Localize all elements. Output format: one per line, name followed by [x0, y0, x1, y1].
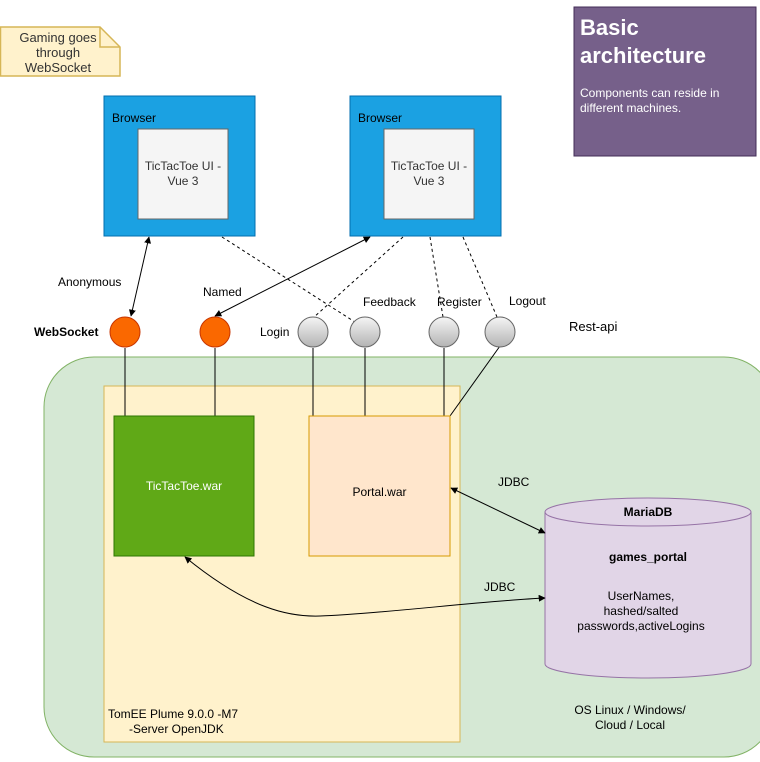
label-anonymous: Anonymous [58, 275, 122, 289]
tictactoe-ui-left[interactable] [137, 128, 229, 220]
browser-left-label: Browser [112, 111, 157, 125]
rest-endpoint-login[interactable] [297, 316, 329, 348]
browser-right-label: Browser [358, 111, 403, 125]
rest-endpoint-logout[interactable] [484, 316, 516, 348]
tictactoe-war[interactable] [113, 415, 255, 557]
tictactoe-ui-right-label: TicTacToe UI - Vue 3 [390, 159, 468, 188]
server-label: TomEE Plume 9.0.0 -M7 -Server OpenJDK [108, 707, 239, 736]
arrow-anonymous [128, 236, 152, 317]
db-content: UserNames, hashed/salted passwords,activ… [577, 589, 705, 633]
label-rest-api: Rest-api [569, 319, 618, 334]
arrow-jdbc-game [184, 556, 546, 617]
dash-browser-left-feedback [221, 236, 359, 325]
arrow-jdbc-portal [450, 487, 546, 534]
tictactoe-ui-left-label: TicTacToe UI - Vue 3 [144, 159, 222, 188]
mariadb-cylinder[interactable] [544, 497, 752, 679]
db-name: MariaDB [623, 505, 673, 519]
label-jdbc-game: JDBC [484, 580, 516, 594]
label-jdbc-portal: JDBC [498, 475, 530, 489]
label-websocket: WebSocket [34, 325, 99, 339]
legend-box [573, 6, 757, 157]
note-text: Gaming goes through WebSocket [19, 30, 97, 75]
note-shape [0, 26, 121, 77]
label-feedback: Feedback [363, 295, 416, 309]
tictactoe-ui-right[interactable] [383, 128, 475, 220]
tictactoe-war-label: TicTacToe.war [145, 479, 223, 493]
legend-subtitle: Components can reside in different machi… [580, 86, 720, 115]
portal-war-label: Portal.war [352, 485, 407, 499]
db-schema: games_portal [608, 550, 688, 564]
label-named: Named [203, 285, 242, 299]
websocket-endpoint-named[interactable] [199, 316, 231, 348]
dash-logout [462, 236, 498, 318]
legend-title: Basic architecture [580, 15, 706, 68]
label-register: Register [437, 295, 482, 309]
rest-endpoint-feedback[interactable] [349, 316, 381, 348]
os-label: OS Linux / Windows/ Cloud / Local [574, 703, 686, 732]
portal-war[interactable] [308, 415, 451, 557]
rest-endpoint-register[interactable] [428, 316, 460, 348]
arrow-named [214, 236, 371, 317]
label-login: Login [260, 325, 290, 339]
label-logout: Logout [509, 294, 546, 308]
websocket-endpoint-anonymous[interactable] [109, 316, 141, 348]
dash-register [429, 236, 444, 318]
